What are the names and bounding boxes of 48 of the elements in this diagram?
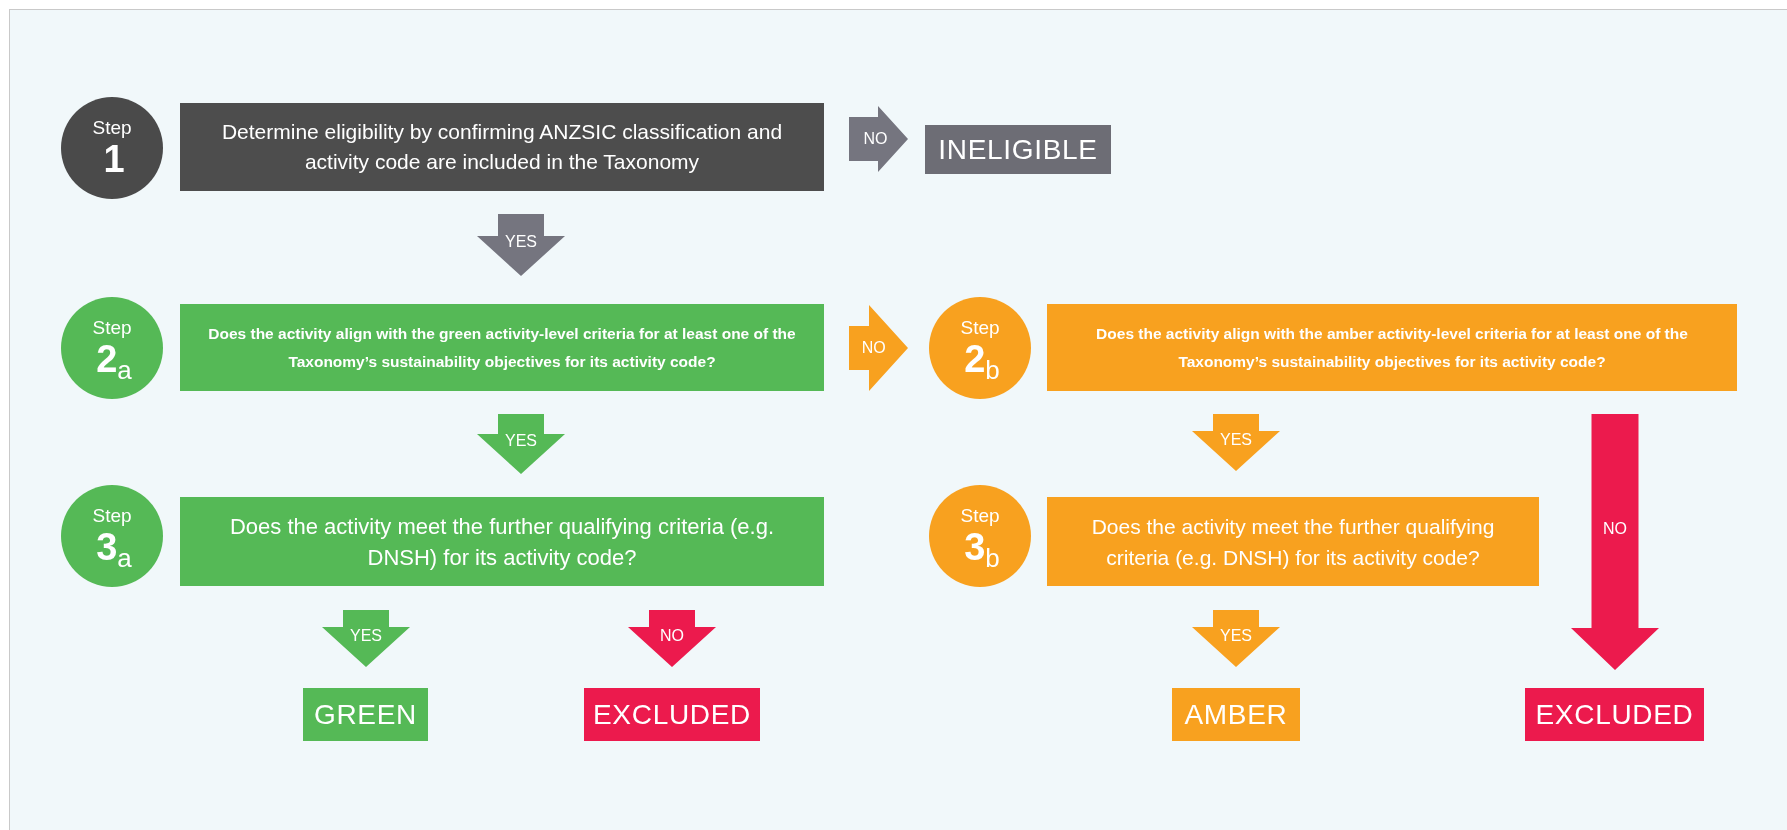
step-label: Step — [960, 317, 1000, 339]
outcome-text: AMBER — [1184, 697, 1288, 732]
outcome-text: EXCLUDED — [1535, 697, 1694, 732]
step-number: 3$_{b}$ — [963, 527, 1000, 567]
block-arrow — [322, 610, 410, 667]
box-text: Does the activity align with the amber activity-level criteria for at least one of the Taxonomy’s sustainability objectives for its activity code? — [1095, 323, 1689, 372]
block-arrow — [477, 414, 565, 474]
block-arrow — [477, 214, 565, 276]
step-label: Step — [960, 505, 1000, 527]
box-text: Determine eligibility by confirming ANZSIC classification and activity code are included in the Taxonomy — [220, 119, 784, 175]
step-number: 1 — [102, 139, 125, 179]
edge-label: NO — [1603, 521, 1627, 538]
edge-label: YES — [1220, 431, 1252, 448]
outcome-box — [1525, 688, 1704, 741]
edge-label: NO — [863, 131, 888, 147]
outcome-text: GREEN — [313, 697, 418, 732]
process-box — [1047, 304, 1737, 391]
process-box — [1047, 497, 1539, 586]
outcome-box — [584, 688, 760, 741]
process-box — [180, 497, 824, 586]
step-label: Step — [92, 317, 132, 339]
block-arrow — [628, 610, 716, 667]
edge-label: NO — [660, 627, 684, 644]
box-text: Does the activity meet the further qualifying criteria (e.g. DNSH) for its activity code? — [1090, 513, 1496, 571]
step-number: 2$_{a}$ — [95, 339, 132, 379]
edge-label: YES — [505, 433, 537, 449]
edge-label: YES — [350, 627, 382, 644]
block-arrow — [849, 106, 908, 172]
outcome-text: EXCLUDED — [592, 697, 752, 732]
block-arrow — [1192, 414, 1280, 471]
step-label: Step — [92, 505, 132, 527]
block-arrow — [1192, 610, 1280, 667]
step-label: Step — [92, 117, 132, 139]
box-text: Does the activity meet the further qualifying criteria (e.g. DNSH) for its activity code? — [228, 512, 776, 572]
edge-label: NO — [861, 340, 886, 356]
step-number: 3$_{a}$ — [95, 527, 132, 567]
box-text: Does the activity align with the green activity-level criteria for at least one of the Taxonomy’s sustainability objectives for its activity code? — [207, 323, 797, 372]
outcome-box — [303, 688, 428, 741]
block-arrow — [1571, 414, 1659, 670]
process-box — [180, 103, 824, 191]
step-number: 2$_{b}$ — [963, 339, 1000, 379]
outcome-box — [925, 125, 1111, 174]
edge-label: YES — [1220, 627, 1252, 644]
edge-label: YES — [505, 233, 537, 250]
process-box — [180, 304, 824, 391]
outcome-box — [1172, 688, 1300, 741]
outcome-text: INELIGIBLE — [938, 132, 1098, 167]
block-arrow — [849, 305, 908, 391]
